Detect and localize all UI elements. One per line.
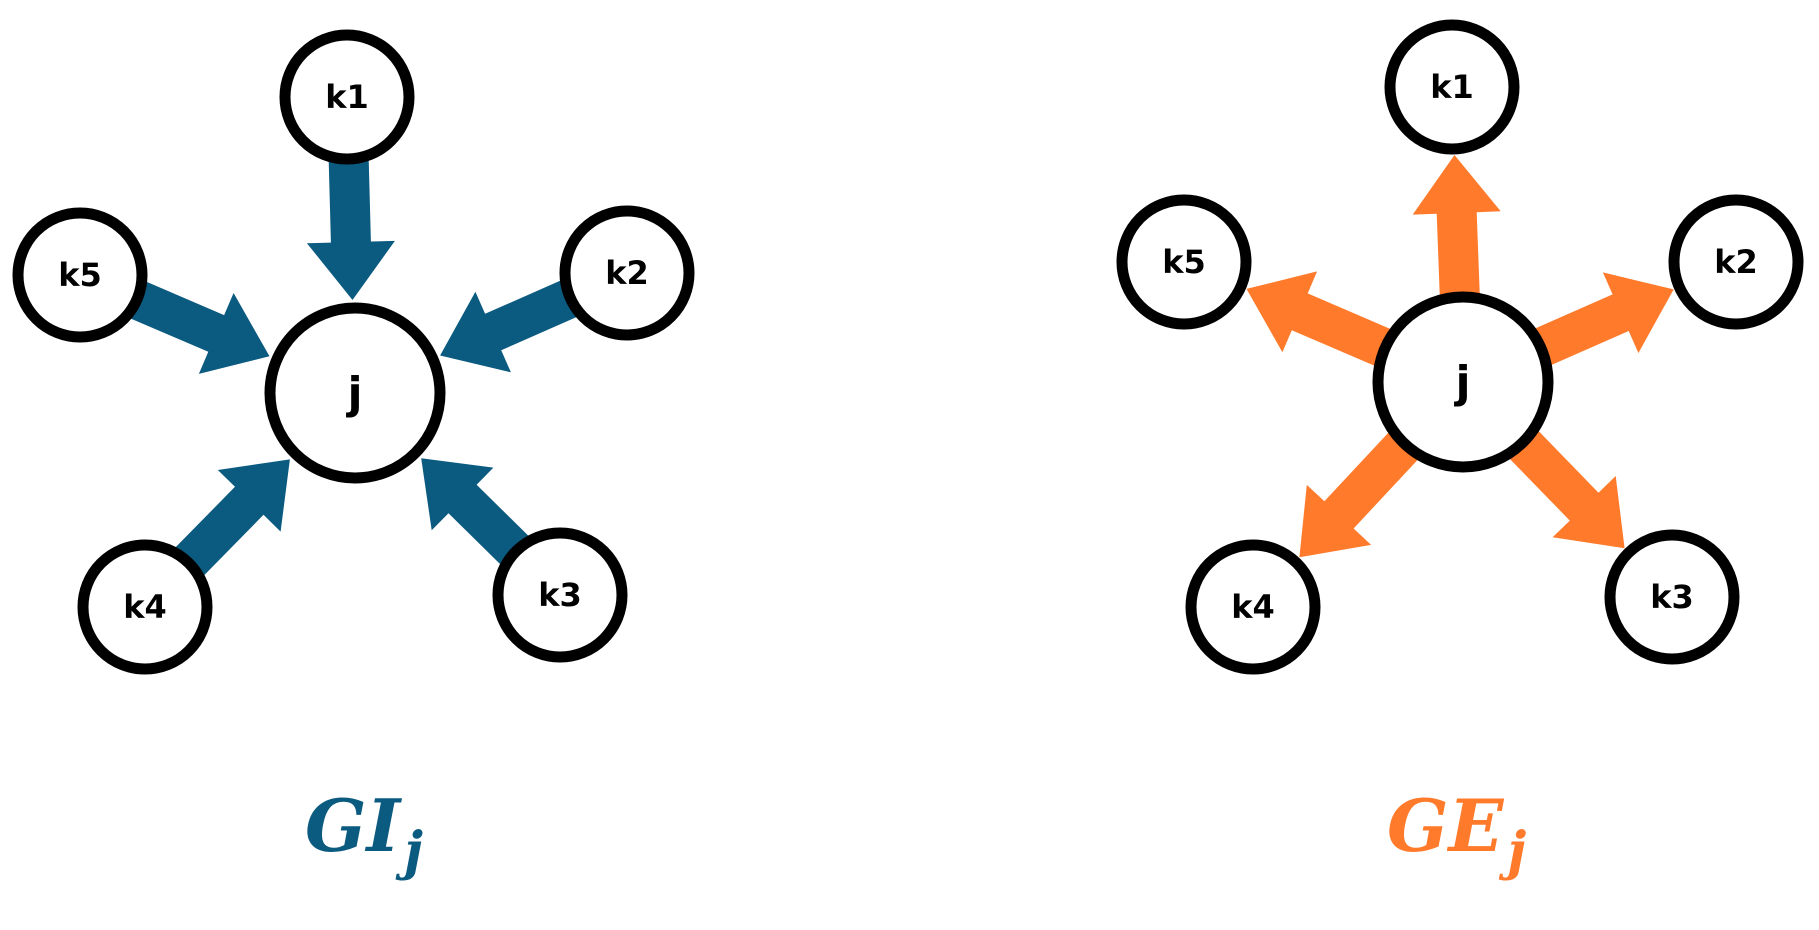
arrow-right-k3 (1500, 421, 1625, 549)
incoming-graph: k1 k2 k3 k4 k5 j (12, 29, 695, 675)
node-label: k3 (1650, 578, 1694, 616)
node-left-k2: k2 (559, 205, 695, 341)
caption-left-main: GI (305, 783, 401, 868)
arrow-left-k4 (167, 459, 290, 584)
arrow-right-k4 (1299, 423, 1427, 558)
caption-left: GIj (305, 790, 423, 878)
node-left-k1: k1 (279, 29, 415, 165)
caption-right-main: GE (1387, 783, 1504, 868)
center-node-left: j (264, 302, 446, 484)
node-label: k1 (325, 78, 369, 116)
outgoing-graph: k1 k2 k3 k4 k5 j (1116, 19, 1804, 675)
center-node-right: j (1372, 291, 1554, 473)
node-left-k4: k4 (77, 539, 213, 675)
node-label: k4 (123, 588, 167, 626)
arrow-left-k3 (421, 458, 537, 573)
node-label: k2 (605, 254, 649, 292)
arrow-right-k1 (1412, 155, 1501, 308)
node-right-k3: k3 (1604, 529, 1740, 665)
node-label: k3 (538, 576, 582, 614)
arrow-left-k5 (119, 277, 270, 374)
arrow-left-k2 (440, 275, 588, 373)
node-left-k5: k5 (12, 207, 148, 343)
node-left-k3: k3 (492, 527, 628, 663)
node-label: k1 (1430, 68, 1474, 106)
node-label: k5 (58, 256, 102, 294)
center-node-label: j (1453, 357, 1470, 408)
node-label: k4 (1231, 588, 1275, 626)
arrow-left-k1 (306, 148, 395, 300)
arrow-right-k2 (1523, 272, 1674, 371)
node-label: k5 (1162, 243, 1206, 281)
caption-left-sub: j (404, 821, 423, 883)
node-right-k2: k2 (1668, 194, 1804, 330)
node-label: k2 (1714, 243, 1758, 281)
node-right-k1: k1 (1384, 19, 1520, 155)
node-right-k5: k5 (1116, 194, 1252, 330)
center-node-label: j (345, 368, 362, 419)
node-right-k4: k4 (1185, 539, 1321, 675)
caption-right-sub: j (1507, 821, 1527, 883)
caption-right: GEj (1387, 790, 1526, 878)
arrow-right-k5 (1246, 271, 1402, 371)
